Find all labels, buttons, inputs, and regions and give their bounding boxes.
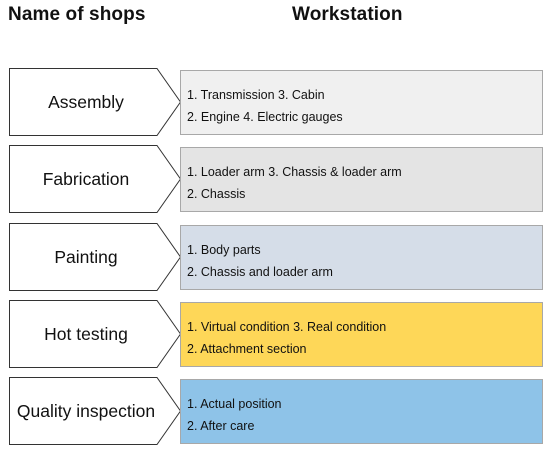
workstation-box-hot-testing: 1. Virtual condition 3. Real condition 2… <box>180 302 543 367</box>
shop-quality-inspection: Quality inspection <box>9 377 182 445</box>
workstation-line: 2. Attachment section <box>187 342 307 356</box>
shop-fabrication: Fabrication <box>9 145 182 213</box>
workstation-box-quality-inspection: 1. Actual position 2. After care <box>180 379 543 444</box>
shops-column-header: Name of shops <box>8 4 146 25</box>
shop-arrow-shape <box>9 223 182 291</box>
shop-arrow-shape <box>9 68 182 136</box>
shop-label-hot-testing: Hot testing <box>44 323 128 344</box>
workstation-line: 1. Loader arm 3. Chassis & loader arm <box>187 165 402 179</box>
shop-arrow-shape <box>9 145 182 213</box>
shop-assembly: Assembly <box>9 68 182 136</box>
shop-hot-testing: Hot testing <box>9 300 182 368</box>
workstation-line: 2. After care <box>187 419 255 433</box>
workstation-line: 2. Chassis and loader arm <box>187 265 333 279</box>
workstation-line: 1. Transmission 3. Cabin <box>187 88 325 102</box>
shop-arrow-shape <box>9 300 182 368</box>
shop-painting: Painting <box>9 223 182 291</box>
shop-label-fabrication: Fabrication <box>42 168 130 189</box>
shop-arrow-shape <box>9 377 182 445</box>
workstation-box-painting: 1. Body parts 2. Chassis and loader arm <box>180 225 543 290</box>
workstation-line: 2. Chassis <box>187 187 246 201</box>
workstation-line: 1. Body parts <box>187 243 261 257</box>
workstation-box-assembly: 1. Transmission 3. Cabin 2. Engine 4. El… <box>180 70 543 135</box>
workstation-line: 1. Actual position <box>187 397 282 411</box>
workstation-line: 1. Virtual condition 3. Real condition <box>187 320 387 334</box>
shop-label-quality-inspection: Quality inspection <box>16 400 156 421</box>
shop-label-painting: Painting <box>54 246 118 267</box>
shop-label-assembly: Assembly <box>48 91 124 112</box>
workstation-line: 2. Engine 4. Electric gauges <box>187 110 343 124</box>
workstation-box-fabrication: 1. Loader arm 3. Chassis & loader arm 2.… <box>180 147 543 212</box>
workstation-column-header: Workstation <box>292 4 403 25</box>
